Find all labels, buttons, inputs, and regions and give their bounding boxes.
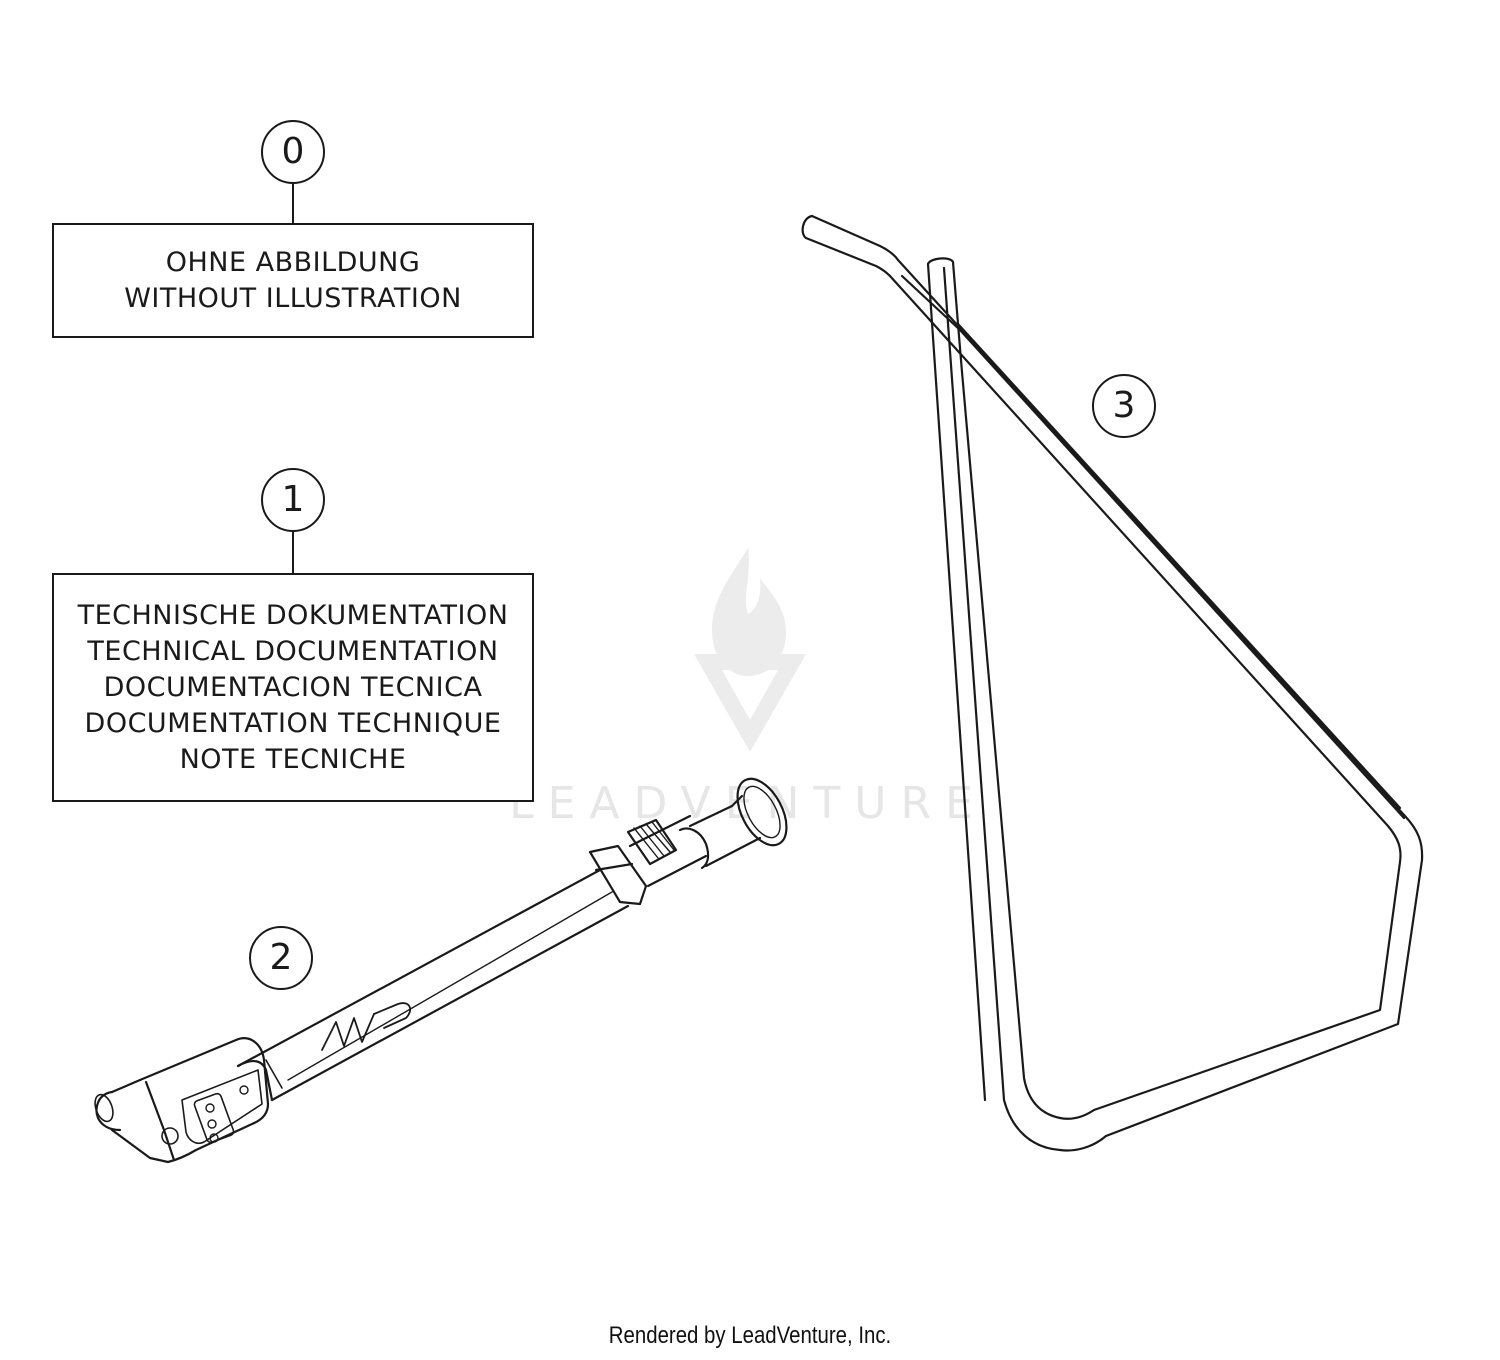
leader-line-0 xyxy=(292,184,294,225)
leader-line-1 xyxy=(292,532,294,574)
box0-line1: OHNE ABBILDUNG xyxy=(165,246,421,278)
box1-line1: TECHNISCHE DOKUMENTATION xyxy=(77,599,509,631)
footer-credit: Rendered by LeadVenture, Inc. xyxy=(608,1322,892,1349)
callout-2: 2 xyxy=(249,926,313,990)
box0-line2: WITHOUT ILLUSTRATION xyxy=(124,282,462,314)
box1-line4: DOCUMENTATION TECHNIQUE xyxy=(84,707,502,739)
callout-2-label: 2 xyxy=(269,937,293,978)
stand-part-3 xyxy=(801,214,1424,1152)
box1-line2: TECHNICAL DOCUMENTATION xyxy=(87,635,499,667)
callout-1: 1 xyxy=(261,468,325,532)
watermark-logo-icon xyxy=(694,548,806,752)
tire-pump-part-2 xyxy=(94,777,788,1164)
callout-3-label: 3 xyxy=(1112,385,1136,426)
label-box-technical-documentation: TECHNISCHE DOKUMENTATION TECHNICAL DOCUM… xyxy=(52,573,534,802)
watermark-text: LEADVENTURE xyxy=(509,778,987,829)
box1-line3: DOCUMENTACION TECNICA xyxy=(103,671,483,703)
callout-1-label: 1 xyxy=(281,479,305,520)
box1-line5: NOTE TECNICHE xyxy=(179,743,407,775)
callout-0-label: 0 xyxy=(281,131,305,172)
label-box-without-illustration: OHNE ABBILDUNG WITHOUT ILLUSTRATION xyxy=(52,223,534,338)
wp-logo-icon xyxy=(321,1002,412,1051)
callout-3: 3 xyxy=(1092,374,1156,438)
callout-0: 0 xyxy=(261,120,325,184)
